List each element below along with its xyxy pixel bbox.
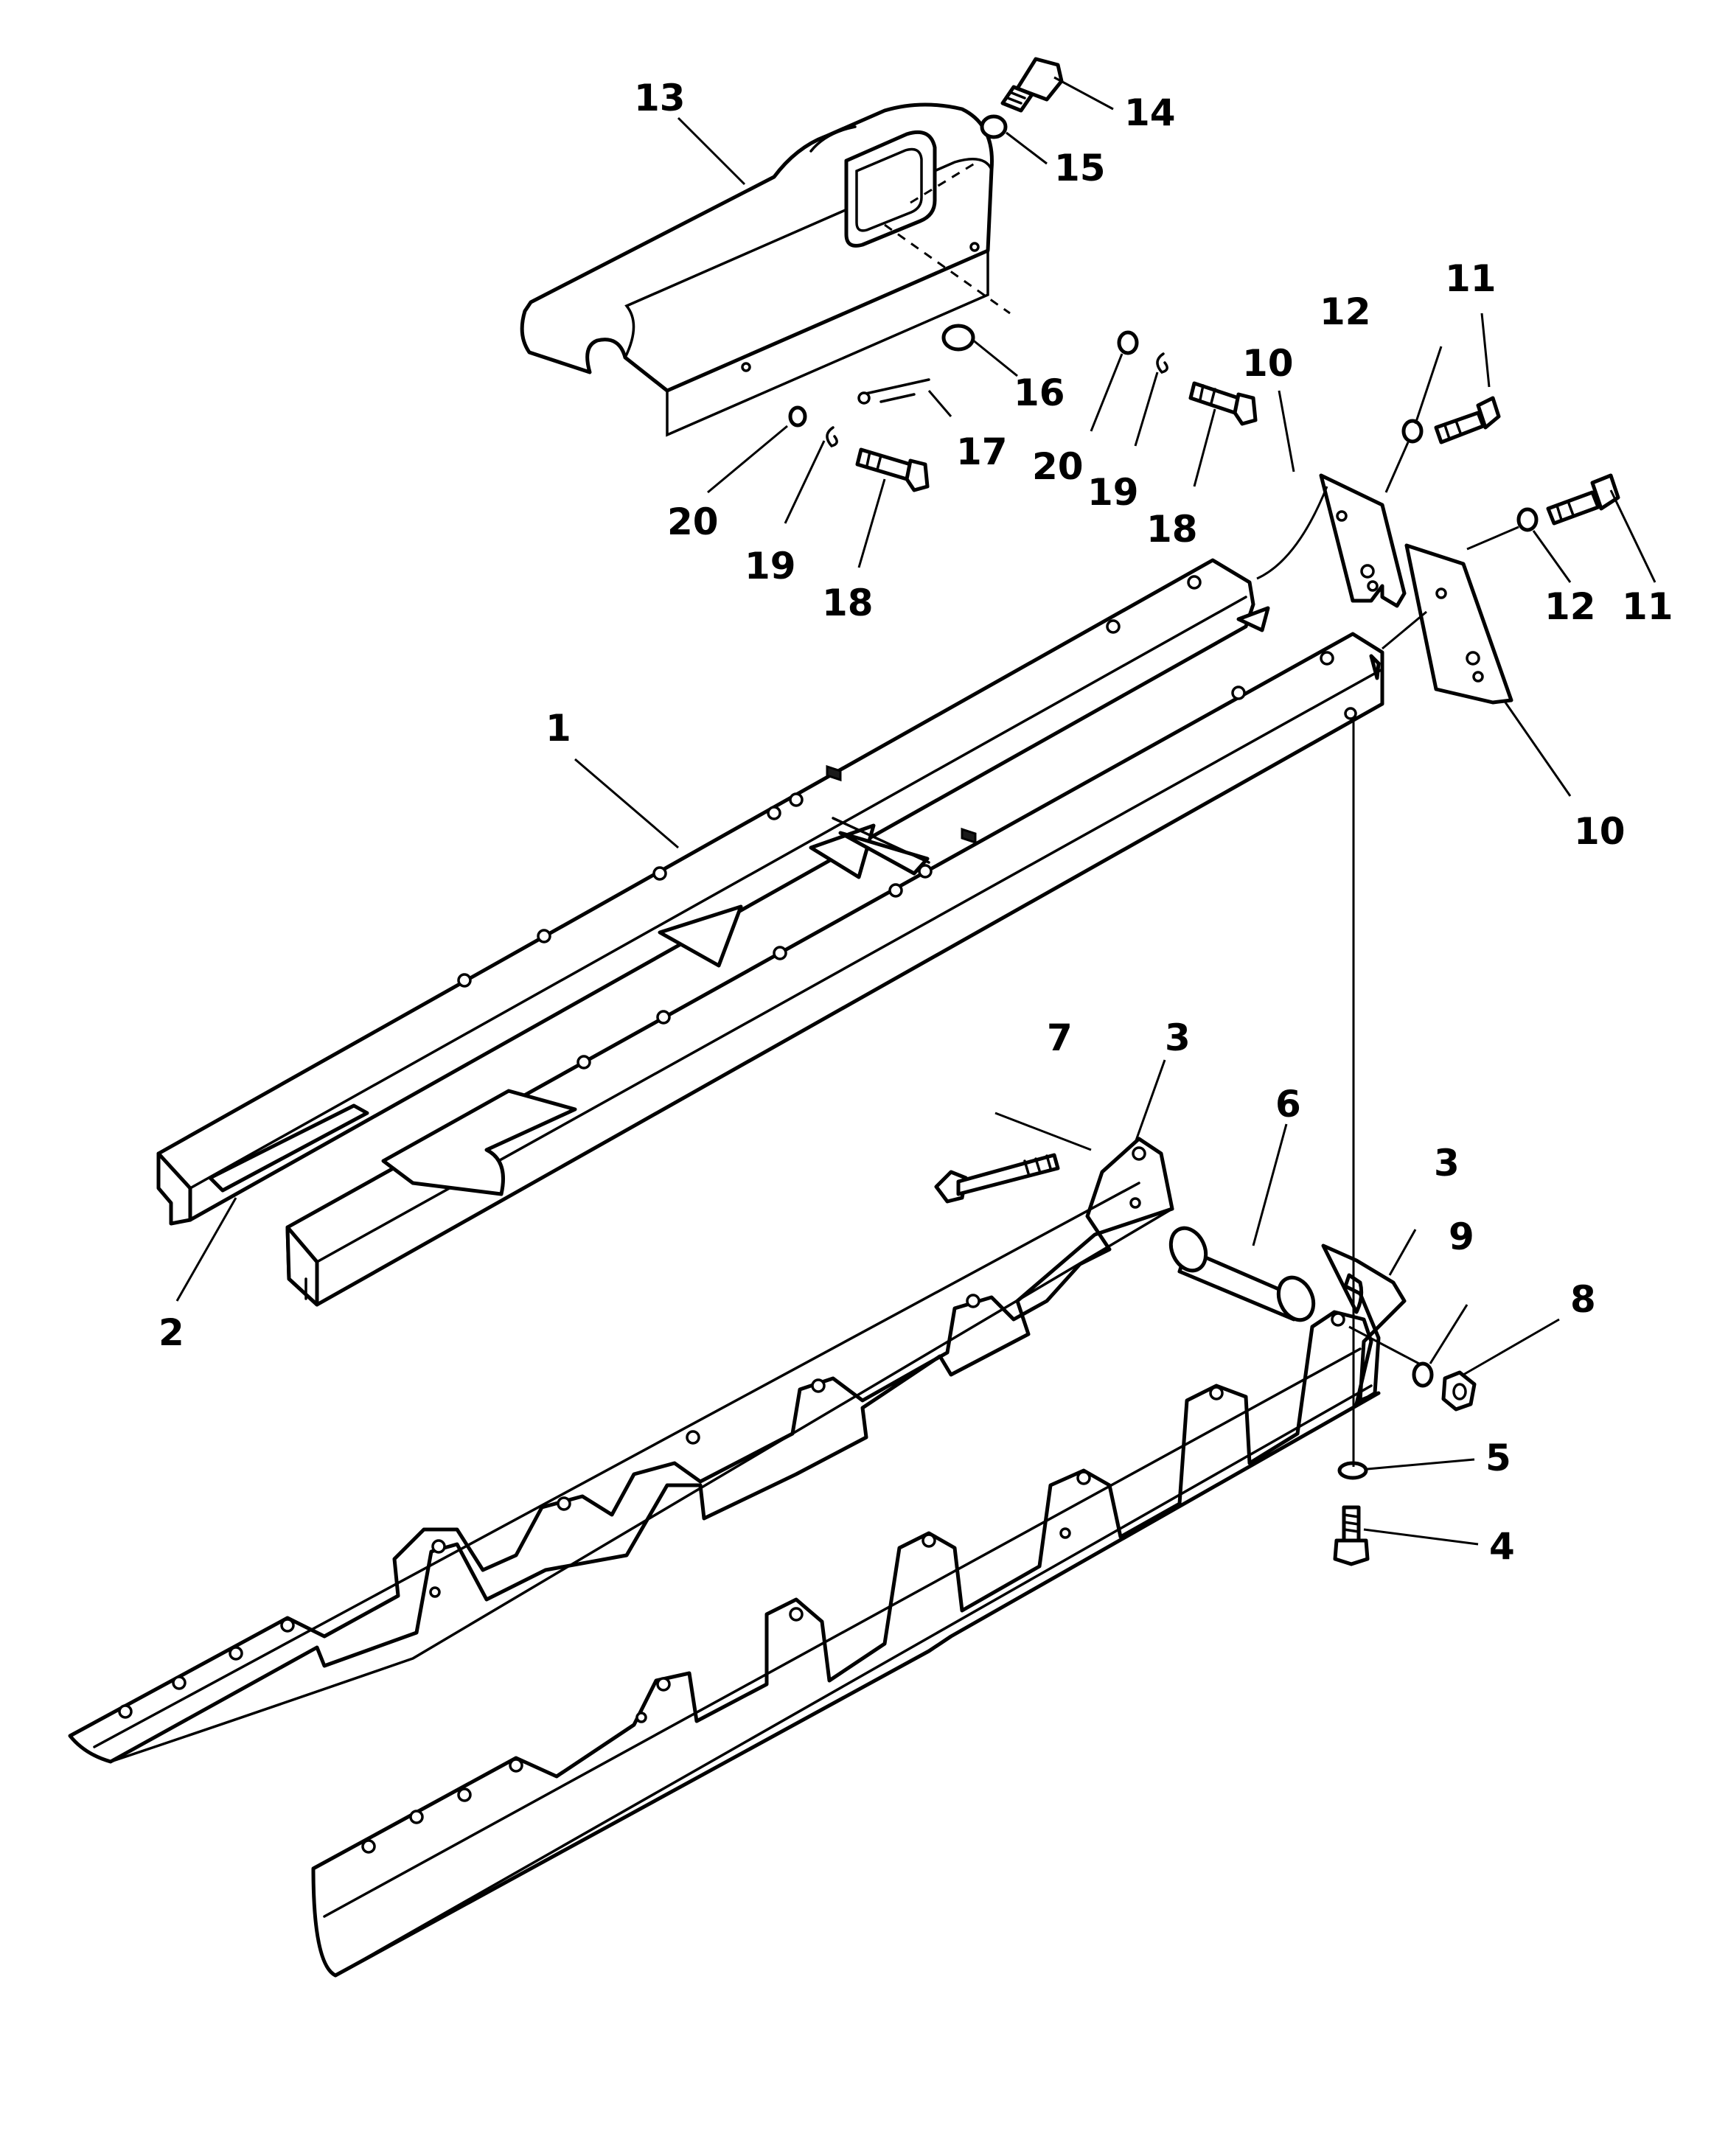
part-cover bbox=[520, 102, 994, 437]
callout-labels: 13 14 15 16 17 20 19 18 20 19 18 10 12 1… bbox=[158, 77, 1673, 1568]
callout-12a: 12 bbox=[1320, 290, 1371, 333]
callout-10a: 10 bbox=[1242, 342, 1294, 385]
callout-10b: 10 bbox=[1574, 810, 1626, 853]
part-bolt-18a bbox=[855, 447, 930, 492]
part-lock-washer-19a bbox=[826, 426, 838, 447]
part-washer-20b bbox=[1117, 330, 1139, 355]
callout-15: 15 bbox=[1054, 147, 1106, 189]
leader-lines bbox=[175, 76, 1656, 1546]
callout-11a: 11 bbox=[1445, 257, 1497, 300]
part-pin-17 bbox=[857, 378, 930, 405]
part-nut-8 bbox=[1441, 1370, 1477, 1412]
part-washer-12b bbox=[1516, 507, 1539, 532]
callout-6: 6 bbox=[1275, 1083, 1301, 1126]
part-track-frame bbox=[156, 558, 1384, 1307]
callout-4: 4 bbox=[1489, 1525, 1515, 1568]
part-track-guard-front bbox=[311, 1243, 1407, 1978]
part-bolt-11b bbox=[1546, 473, 1620, 526]
part-bolt-4 bbox=[1333, 1505, 1370, 1566]
callout-13: 13 bbox=[634, 77, 686, 119]
callout-20a: 20 bbox=[667, 500, 719, 543]
callout-1: 1 bbox=[546, 707, 571, 750]
callout-7: 7 bbox=[1047, 1016, 1073, 1059]
part-washer-15 bbox=[980, 114, 1008, 139]
callout-19a: 19 bbox=[745, 545, 796, 587]
part-washer-16 bbox=[941, 324, 975, 352]
part-plate-upper bbox=[1319, 473, 1407, 608]
callout-2: 2 bbox=[158, 1311, 184, 1354]
callout-17: 17 bbox=[956, 430, 1008, 473]
callout-20b: 20 bbox=[1032, 445, 1084, 488]
callout-8: 8 bbox=[1570, 1278, 1596, 1321]
part-lock-washer-19b bbox=[1156, 352, 1168, 374]
callout-18b: 18 bbox=[1146, 508, 1198, 551]
part-bolt-11a bbox=[1434, 396, 1501, 444]
callout-5: 5 bbox=[1485, 1437, 1511, 1479]
callout-3a: 3 bbox=[1165, 1016, 1191, 1059]
part-long-bolt bbox=[934, 1153, 1060, 1204]
callout-19b: 19 bbox=[1087, 471, 1139, 514]
callout-3b: 3 bbox=[1434, 1142, 1460, 1185]
part-track-guard-rear bbox=[68, 1137, 1174, 1764]
part-spacer-pipe bbox=[1168, 1226, 1316, 1322]
callout-16: 16 bbox=[1014, 371, 1065, 414]
part-washer-12a bbox=[1401, 419, 1424, 444]
callout-14: 14 bbox=[1124, 91, 1176, 134]
part-washer-20a bbox=[788, 405, 807, 428]
part-bolt-18b bbox=[1188, 381, 1258, 426]
callout-18a: 18 bbox=[822, 582, 874, 624]
part-bolt-14 bbox=[1000, 57, 1064, 113]
part-washer-9 bbox=[1412, 1361, 1434, 1388]
part-plate-lower bbox=[1404, 543, 1513, 705]
callout-11b: 11 bbox=[1622, 585, 1673, 628]
callout-9: 9 bbox=[1449, 1215, 1474, 1258]
callout-12b: 12 bbox=[1544, 585, 1596, 628]
